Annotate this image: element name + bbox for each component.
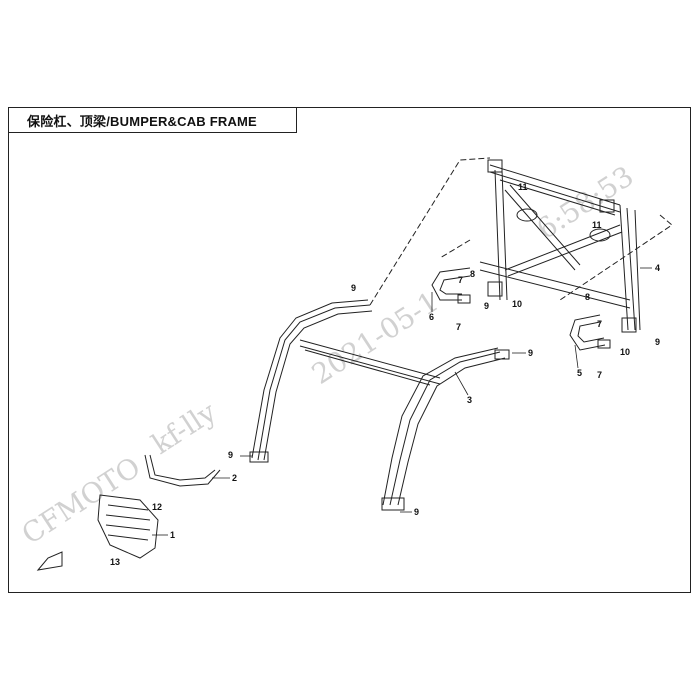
callout-c5: 5 [577,368,582,378]
watermark: CFMOTO kf-lly 2021-05-1 6:58:53 [16,159,640,550]
callout-c7d: 7 [597,370,602,380]
front-rollbar-foot-right [381,497,405,511]
leader-lines [152,267,652,536]
callout-c7c: 7 [597,319,602,329]
callout-c3: 3 [467,395,472,405]
handle-bracket-left [457,294,471,304]
callout-c12: 12 [152,502,162,512]
grab-handle-right [569,314,606,351]
diagram-title: 保险杠、顶梁/BUMPER&CAB FRAME [27,114,257,129]
callout-c9b: 9 [528,348,533,358]
callout-c13: 13 [110,557,120,567]
bumper-upper-bar [144,454,221,487]
front-direction-arrow [36,551,63,571]
hinge-bracket-left [487,281,503,297]
rear-frame-pad-2 [589,228,611,242]
watermark-brand: CFMOTO [16,450,146,551]
assembly-dashed-line [369,157,673,306]
front-rollbar-bracket [494,349,510,360]
rear-frame-diagonal [504,184,623,277]
hinge-bracket-right [621,317,637,333]
rear-frame-left-post [494,169,508,301]
watermark-user: kf-lly [146,395,222,461]
callout-c11a: 11 [518,182,528,192]
rear-frame-right-post [619,204,641,331]
callout-c6: 6 [429,312,434,322]
handle-bracket-right [597,339,611,349]
callout-c10b: 10 [620,347,630,357]
callout-c11b: 11 [592,220,602,230]
callout-c9f: 9 [655,337,660,347]
front-rollbar-crossbar [299,339,441,386]
callout-c9a: 9 [351,283,356,293]
callout-c7b: 7 [458,275,463,285]
callout-c1: 1 [170,530,175,540]
callout-c2: 2 [232,473,237,483]
callout-c8a: 8 [470,269,475,279]
callout-c9d: 9 [414,507,419,517]
front-rollbar-right-leg [382,347,506,506]
callout-c4: 4 [655,263,660,273]
front-bumper-grille [105,504,151,541]
front-rollbar-left-leg [251,299,373,461]
rear-frame-top-right-bracket [599,199,615,213]
front-bumper-body [97,494,159,559]
front-rollbar-foot-left [249,451,269,463]
callout-c9e: 9 [484,301,489,311]
watermark-time: 6:58:53 [531,159,640,245]
callout-c10a: 10 [512,299,522,309]
watermark-date: 2021-05-1 [306,285,444,391]
parts-linework [36,157,673,571]
title-box [8,107,297,133]
callout-labels: 1 2 3 4 5 6 7 7 7 7 8 8 9 9 9 9 9 9 10 1… [110,182,660,567]
callout-c7a: 7 [456,322,461,332]
rear-frame-lower-bar [479,261,631,309]
grab-handle-left [431,267,471,301]
rear-frame-pad-1 [516,208,538,222]
rear-frame-top-bar [489,164,621,216]
callout-c8b: 8 [585,292,590,302]
rear-frame-top-bracket [487,159,503,173]
diagram-frame [8,107,691,593]
callout-c9c: 9 [228,450,233,460]
